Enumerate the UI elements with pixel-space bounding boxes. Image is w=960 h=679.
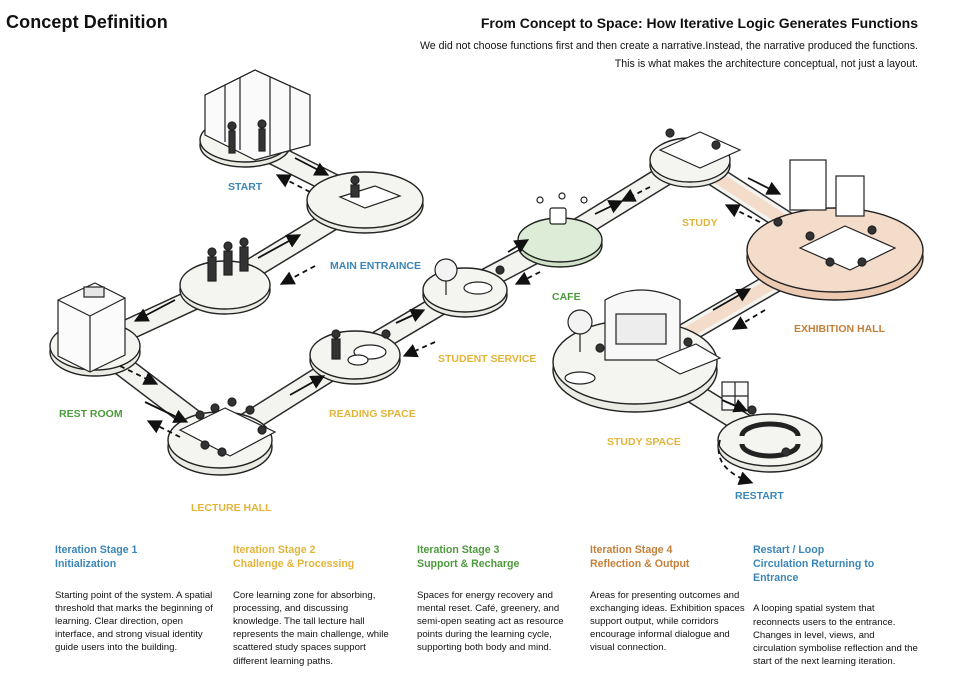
lecture-hall-furniture — [178, 397, 277, 457]
label-study: STUDY — [682, 217, 718, 229]
label-exhibition-hall: EXHIBITION HALL — [794, 323, 886, 335]
reception-desk — [338, 175, 402, 209]
label-student-service: STUDENT SERVICE — [438, 353, 536, 365]
circulation-diagram: START MAIN ENTRAINCE REST ROOM LECTURE H… — [49, 69, 924, 514]
illustrations — [57, 69, 897, 459]
study-pod-illustration — [564, 289, 722, 385]
phone-booth-illustration — [57, 282, 126, 373]
cafe-illustration — [536, 192, 588, 225]
people-start — [227, 119, 267, 154]
label-study-space: STUDY SPACE — [607, 436, 681, 448]
label-start: START — [228, 181, 263, 193]
label-rest-room: REST ROOM — [59, 408, 123, 420]
diagram-heading: From Concept to Space: How Iterative Log… — [480, 15, 918, 31]
intro-line-2: This is what makes the architecture conc… — [614, 58, 918, 70]
flow-arrows — [119, 157, 782, 486]
label-cafe: CAFE — [552, 291, 581, 303]
platform-corridor-node — [179, 260, 271, 315]
stage-restart-body: A looping spatial system that reconnects… — [753, 603, 918, 668]
tree-student-service — [434, 258, 505, 295]
label-lecture-hall: LECTURE HALL — [191, 502, 272, 514]
platform-student-service — [422, 267, 508, 318]
stage-2-body: Core learning zone for absorbing, proces… — [233, 589, 389, 667]
arrows-dashed — [119, 174, 766, 486]
reading-table — [331, 329, 391, 366]
study-desks — [658, 128, 742, 169]
stage-1-body: Starting point of the system. A spatial … — [55, 589, 213, 654]
exhibition-illustration — [773, 159, 897, 271]
label-reading-space: READING SPACE — [329, 408, 416, 420]
label-restart: RESTART — [735, 490, 784, 502]
zone-labels: START MAIN ENTRAINCE REST ROOM LECTURE H… — [59, 181, 886, 514]
platform-cafe — [517, 217, 603, 268]
stage-4-body: Areas for presenting outcomes and exchan… — [590, 589, 745, 654]
arrows-solid — [133, 157, 782, 423]
people-queue — [207, 237, 249, 282]
page-title: Concept Definition — [6, 12, 168, 32]
intro-line-1: We did not choose functions first and th… — [419, 40, 918, 52]
stage-3-body: Spaces for energy recovery and mental re… — [417, 589, 564, 654]
label-main-entrance: MAIN ENTRAINCE — [330, 260, 421, 272]
